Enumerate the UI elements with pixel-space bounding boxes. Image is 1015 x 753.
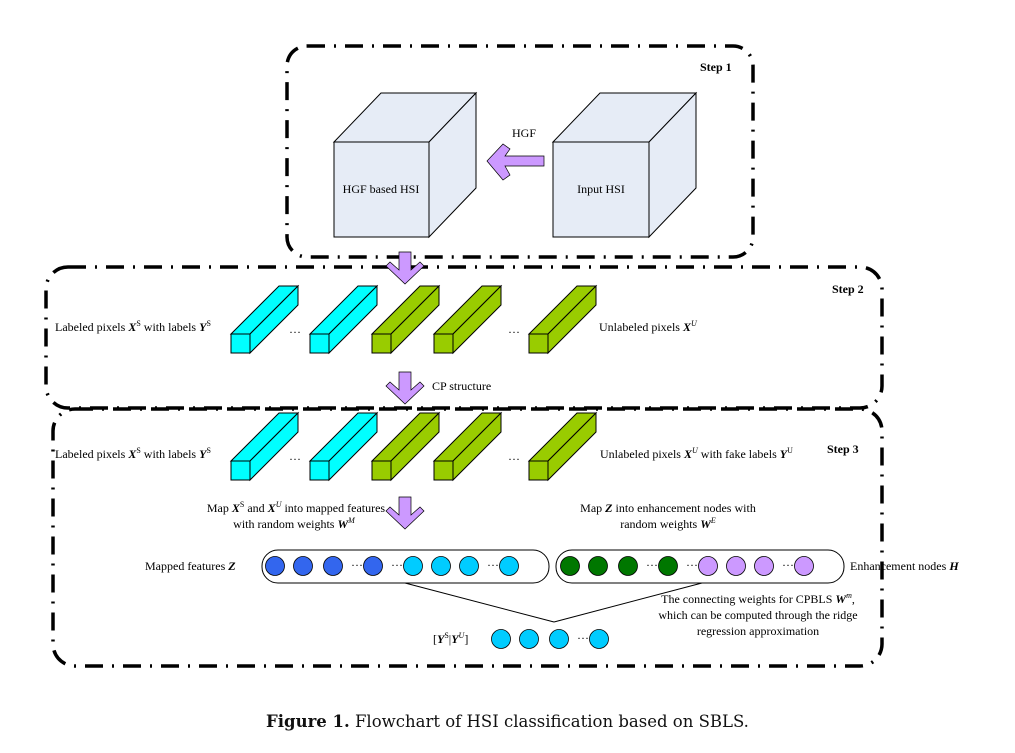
step2-right-label: Unlabeled pixels XU [599,319,698,334]
connector-enhancement [553,582,703,623]
labeled-pixel-bar [229,284,300,355]
enhancement-node [698,556,718,576]
mapped-feature-node [293,556,313,576]
enhancement-node [754,556,774,576]
output-node [519,629,539,649]
hgf-arrow-label: HGF [512,126,536,140]
output-node [549,629,569,649]
cp-structure-label: CP structure [432,379,491,393]
unlabeled-pixel-bar [370,411,441,482]
map-enhancement-text-line1: Map Z into enhancement nodes with [580,501,756,515]
mapped-features-nodes: ··· ··· ··· [265,556,519,576]
ellipsis: ··· [782,558,794,572]
step1-label: Step 1 [700,60,732,74]
caption-figure-number: Figure 1. [266,712,350,731]
input-hsi-cube [551,91,698,239]
unlabeled-pixel-bar [527,284,598,355]
mapped-feature-node [265,556,285,576]
ellipsis: ··· [577,631,589,645]
mapped-feature-node [403,556,423,576]
output-nodes: ··· [491,629,609,649]
enhancement-node [726,556,746,576]
unlabeled-pixel-bar [370,284,441,355]
connector-mapped [404,582,555,623]
hgf-based-hsi-label: HGF based HSI [343,182,420,196]
map-features-text-line2: with random weights WM [233,516,356,531]
step2-pixel-bars: ··· ··· [229,284,598,355]
enhancement-node [794,556,814,576]
mapping-arrow-icon [385,496,425,530]
step1-container [285,44,755,259]
enhancement-node [588,556,608,576]
ellipsis: ··· [289,452,301,466]
step3-label: Step 3 [827,442,859,456]
map-features-text-line1: Map XS and XU into mapped features [207,500,386,515]
mapped-feature-node [363,556,383,576]
step3-right-label: Unlabeled pixels XU with fake labels YU [600,446,793,461]
output-label: [YS|YU] [433,631,468,646]
figure-caption: Figure 1. Flowchart of HSI classificatio… [0,712,1015,731]
ellipsis: ··· [351,558,363,572]
step2-label: Step 2 [832,282,864,296]
step2-left-label: Labeled pixels XS with labels YS [55,319,211,334]
step3-pixel-bars: ··· ··· [229,411,598,482]
enhancement-nodes-container [555,549,845,584]
ellipsis: ··· [646,558,658,572]
mapped-feature-node [431,556,451,576]
enhancement-node [658,556,678,576]
input-hsi-label: Input HSI [577,182,625,196]
labeled-pixel-bar [308,284,379,355]
mapped-feature-node [323,556,343,576]
weights-text-line1: The connecting weights for CPBLS Wm, [661,591,855,606]
enhancement-nodes-label: Enhancement nodes H [850,559,959,573]
output-node [589,629,609,649]
enhancement-nodes: ··· ··· ··· [560,556,814,576]
ellipsis: ··· [508,452,520,466]
labeled-pixel-bar [308,411,379,482]
mapped-feature-node [499,556,519,576]
ellipsis: ··· [686,558,698,572]
ellipsis: ··· [508,325,520,339]
step3-container [51,407,884,668]
step2-container [44,265,884,410]
cp-structure-arrow-icon [385,371,425,405]
ellipsis: ··· [391,558,403,572]
weights-text-line3: regression approximation [697,624,819,638]
labeled-pixel-bar [229,411,300,482]
ellipsis: ··· [289,325,301,339]
output-node [491,629,511,649]
hgf-based-hsi-cube [332,91,478,239]
caption-text: Flowchart of HSI classification based on… [349,712,749,731]
hgf-arrow-icon [486,143,545,181]
mapped-features-label: Mapped features Z [145,559,236,573]
enhancement-node [618,556,638,576]
step3-left-label: Labeled pixels XS with labels YS [55,446,211,461]
unlabeled-pixel-bar [527,411,598,482]
unlabeled-pixel-bar [432,411,503,482]
mapped-feature-node [459,556,479,576]
weights-text-line2: which can be computed through the ridge [658,608,857,622]
unlabeled-pixel-bar [432,284,503,355]
ellipsis: ··· [487,558,499,572]
map-enhancement-text-line2: random weights WE [620,516,716,531]
enhancement-node [560,556,580,576]
